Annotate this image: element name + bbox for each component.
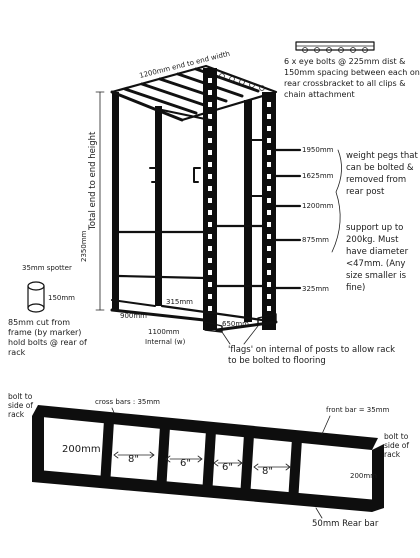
rung — [288, 438, 302, 503]
front-rail — [32, 405, 378, 450]
internal-label: Internal (w) — [145, 338, 186, 346]
rung — [240, 434, 254, 499]
rung — [202, 430, 216, 496]
eye-bolt-note-box: 6 x eye bolts @ 225mm dist & 150mm spaci… — [284, 56, 420, 100]
eye-bolt-icon — [326, 47, 332, 53]
gap-label: 6" — [222, 462, 233, 473]
eye-bolt-icon — [338, 47, 344, 53]
internal-value: 1100mm — [148, 328, 180, 336]
eye-bolt-icon — [362, 47, 368, 53]
eye-bolt-icon — [350, 47, 356, 53]
bolt-left-note: bolt to side of rack — [8, 392, 33, 419]
rear-bar-label: 50mm Rear bar — [312, 519, 379, 529]
cross-bars-label: cross bars : 35mm — [95, 398, 160, 406]
cut-from-frame-note: 85mm cut from frame (by marker) hold bol… — [8, 318, 87, 357]
weight-pegs-note: weight pegs that can be bolted & removed… — [346, 151, 418, 197]
depth-inner: 315mm — [166, 298, 193, 306]
cross-bar-ladder — [32, 405, 384, 512]
front-bar-label: front bar = 35mm — [326, 406, 390, 414]
spotter-icon — [27, 281, 45, 313]
gap-label: 8" — [262, 466, 273, 477]
power-rack — [110, 64, 302, 333]
bolt-right-note: bolt to side of rack — [384, 432, 409, 459]
peg-height-label: 875mm — [302, 236, 329, 244]
flags-note: 'flags' on internal of posts to allow ra… — [228, 345, 395, 366]
height-value: 2350mm — [80, 230, 88, 262]
gap-label: 6" — [180, 458, 191, 469]
rung — [100, 420, 114, 486]
peg-height-labels: 1950mm 1625mm 1200mm 875mm 325mm — [302, 146, 334, 293]
dim-200: 200mm — [62, 444, 101, 455]
depth-top: 900mm — [120, 312, 147, 320]
spotter-length: 150mm — [48, 294, 75, 302]
eye-bolt-icon — [302, 47, 308, 53]
peg-height-label: 1950mm — [302, 146, 334, 154]
gap-label: 8" — [128, 454, 139, 465]
total-height-label: Total end to end height — [88, 131, 98, 231]
foot-length: 650mm — [222, 320, 249, 328]
post-inner — [244, 100, 252, 322]
rung — [156, 426, 170, 492]
peg-support-note: support up to 200kg. Must have diameter … — [346, 223, 408, 293]
post-left — [112, 92, 119, 310]
peg-height-label: 325mm — [302, 285, 329, 293]
peg-height-label: 1625mm — [302, 172, 334, 180]
post-left-front — [155, 106, 162, 306]
spotter-label: 35mm spotter — [22, 264, 72, 272]
eye-bolt-bar — [295, 41, 375, 53]
peg-height-label: 1200mm — [302, 202, 334, 210]
eye-bolt-icon — [314, 47, 320, 53]
dim-right: 200mm — [350, 472, 377, 480]
